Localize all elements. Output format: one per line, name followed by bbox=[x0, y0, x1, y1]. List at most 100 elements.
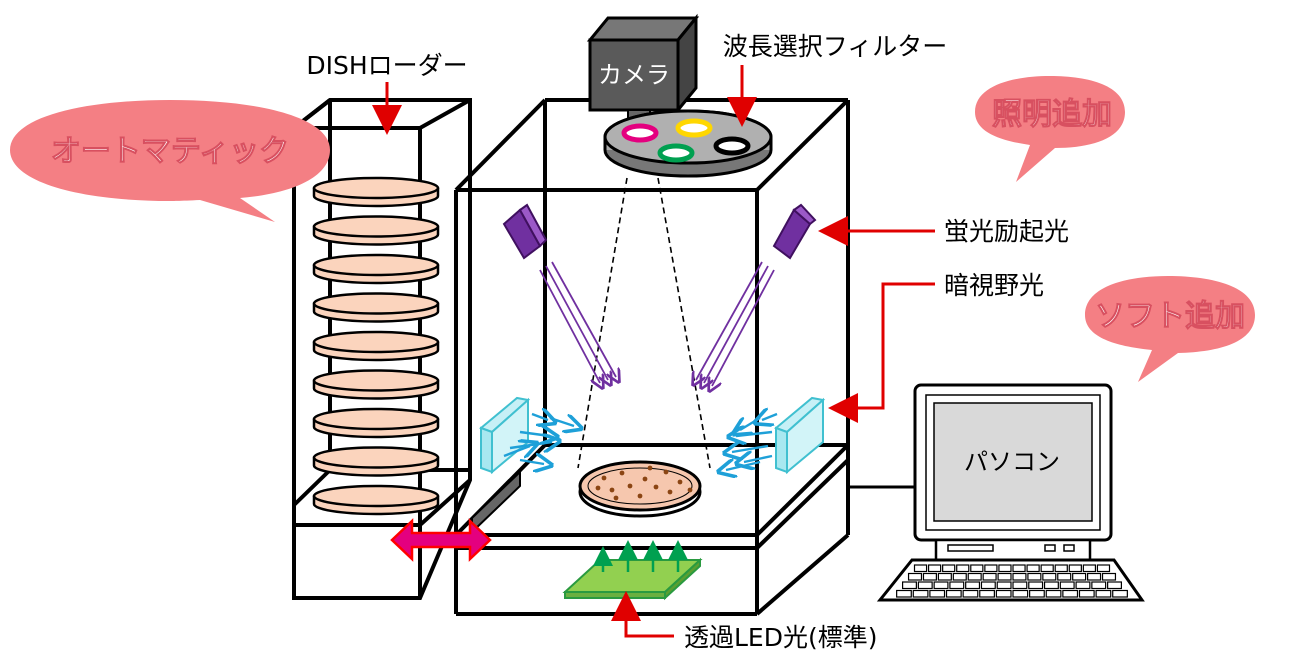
colony bbox=[667, 489, 673, 495]
colony bbox=[653, 484, 659, 490]
black-filter bbox=[713, 136, 751, 156]
colony bbox=[595, 485, 601, 491]
keyboard-key bbox=[1012, 581, 1028, 590]
keyboard-key bbox=[1012, 564, 1026, 573]
darkfield-label: 暗視野光 bbox=[944, 271, 1044, 300]
keyboard-key bbox=[1040, 564, 1054, 573]
darkfield-rays bbox=[503, 414, 778, 470]
magenta-filter bbox=[621, 123, 659, 143]
colony bbox=[609, 487, 615, 493]
keyboard-key bbox=[1057, 572, 1072, 581]
yellow-filter bbox=[675, 118, 713, 138]
keyboard-key bbox=[998, 564, 1012, 573]
keyboard-key bbox=[967, 572, 982, 581]
keyboard-key bbox=[997, 572, 1012, 581]
keyboard-key bbox=[952, 572, 967, 581]
colony bbox=[642, 476, 648, 482]
keyboard-key bbox=[1087, 572, 1102, 581]
keyboard-key bbox=[956, 564, 970, 573]
keyboard-key bbox=[1028, 581, 1044, 590]
fluorescence-light-left bbox=[502, 203, 548, 260]
keyboard-key bbox=[1075, 581, 1091, 590]
keyboard-key bbox=[933, 581, 949, 590]
transfer-double-arrow bbox=[390, 518, 492, 562]
pc-laptop bbox=[876, 383, 1145, 602]
keyboard-key bbox=[1043, 581, 1059, 590]
colonies bbox=[595, 465, 693, 501]
keyboard-key bbox=[1012, 589, 1029, 598]
camera bbox=[586, 13, 700, 123]
green-filter bbox=[657, 143, 695, 163]
keyboard-key bbox=[1072, 572, 1087, 581]
colony bbox=[663, 469, 669, 475]
stacked-dish bbox=[312, 369, 440, 392]
stacked-dish bbox=[312, 484, 440, 508]
led-label: 透過LED光(標準) bbox=[684, 623, 877, 652]
pointer-arrows bbox=[372, 65, 935, 638]
keyboard-key bbox=[1054, 564, 1068, 573]
keyboard-key bbox=[907, 572, 923, 581]
darkfield-light-right bbox=[774, 396, 826, 475]
bubble-lighting-text: 照明追加 bbox=[992, 97, 1112, 132]
bubble-lighting: 照明追加 bbox=[975, 76, 1125, 182]
keyboard-key bbox=[896, 589, 912, 598]
keyboard-key bbox=[970, 564, 984, 573]
keyboard-key bbox=[984, 564, 998, 573]
keyboard-key bbox=[937, 572, 952, 581]
bubble-automatic: オートマティック bbox=[10, 100, 330, 222]
colony bbox=[637, 493, 643, 499]
keyboard-key bbox=[949, 581, 965, 590]
keyboard-key bbox=[1082, 564, 1097, 573]
colony bbox=[613, 495, 619, 501]
keyboard-key bbox=[982, 572, 997, 581]
keyboard-key bbox=[1091, 581, 1107, 590]
filter-label: 波長選択フィルター bbox=[723, 32, 948, 61]
keyboard-key bbox=[1101, 572, 1117, 581]
keyboard-key bbox=[917, 581, 933, 590]
keyboard-key bbox=[1012, 572, 1027, 581]
keyboard-key bbox=[995, 589, 1012, 598]
keyboard-key bbox=[912, 589, 929, 598]
keyboard-key bbox=[1062, 589, 1079, 598]
transmitted-led-board bbox=[562, 557, 703, 601]
keyboard-key bbox=[1078, 589, 1095, 598]
keyboard-key bbox=[901, 581, 917, 590]
keyboard-key bbox=[1045, 589, 1062, 598]
keyboard-key bbox=[945, 589, 962, 598]
bubble-automatic-text: オートマティック bbox=[51, 134, 289, 169]
keyboard-key bbox=[1042, 572, 1057, 581]
stacked-dish bbox=[312, 446, 440, 469]
bubble-software-text: ソフト追加 bbox=[1095, 299, 1245, 334]
keyboard-key bbox=[1107, 581, 1122, 590]
keyboard-key bbox=[965, 581, 981, 590]
keyboard-key bbox=[996, 581, 1012, 590]
fluorescence-rays bbox=[539, 261, 775, 386]
darkfield-light-left bbox=[479, 396, 531, 475]
led-upward-rays bbox=[593, 540, 688, 572]
keyboard-key bbox=[979, 589, 995, 598]
colony bbox=[647, 465, 653, 471]
colony bbox=[687, 487, 693, 493]
colony bbox=[619, 470, 625, 476]
keyboard-key bbox=[1095, 589, 1112, 598]
keyboard-key bbox=[1112, 589, 1128, 598]
colony bbox=[677, 479, 683, 485]
keyboard-key bbox=[927, 564, 942, 573]
stacked-dish bbox=[312, 176, 440, 200]
colony bbox=[601, 475, 607, 481]
main-cabinet bbox=[454, 98, 850, 616]
keyboard-key bbox=[962, 589, 979, 598]
fluorescence-light-right bbox=[772, 203, 817, 260]
keyboard-key bbox=[942, 564, 956, 573]
fluorescence-label: 蛍光励起光 bbox=[944, 217, 1069, 246]
keyboard-key bbox=[1026, 564, 1040, 573]
bubble-software: ソフト追加 bbox=[1085, 276, 1255, 382]
stacked-dish bbox=[312, 215, 440, 238]
camera-label: カメラ bbox=[598, 61, 670, 89]
stacked-dish bbox=[312, 330, 440, 354]
keyboard-key bbox=[922, 572, 937, 581]
pc-label: パソコン bbox=[964, 448, 1060, 476]
keyboard-key bbox=[1027, 572, 1042, 581]
stacked-dish bbox=[312, 253, 440, 277]
